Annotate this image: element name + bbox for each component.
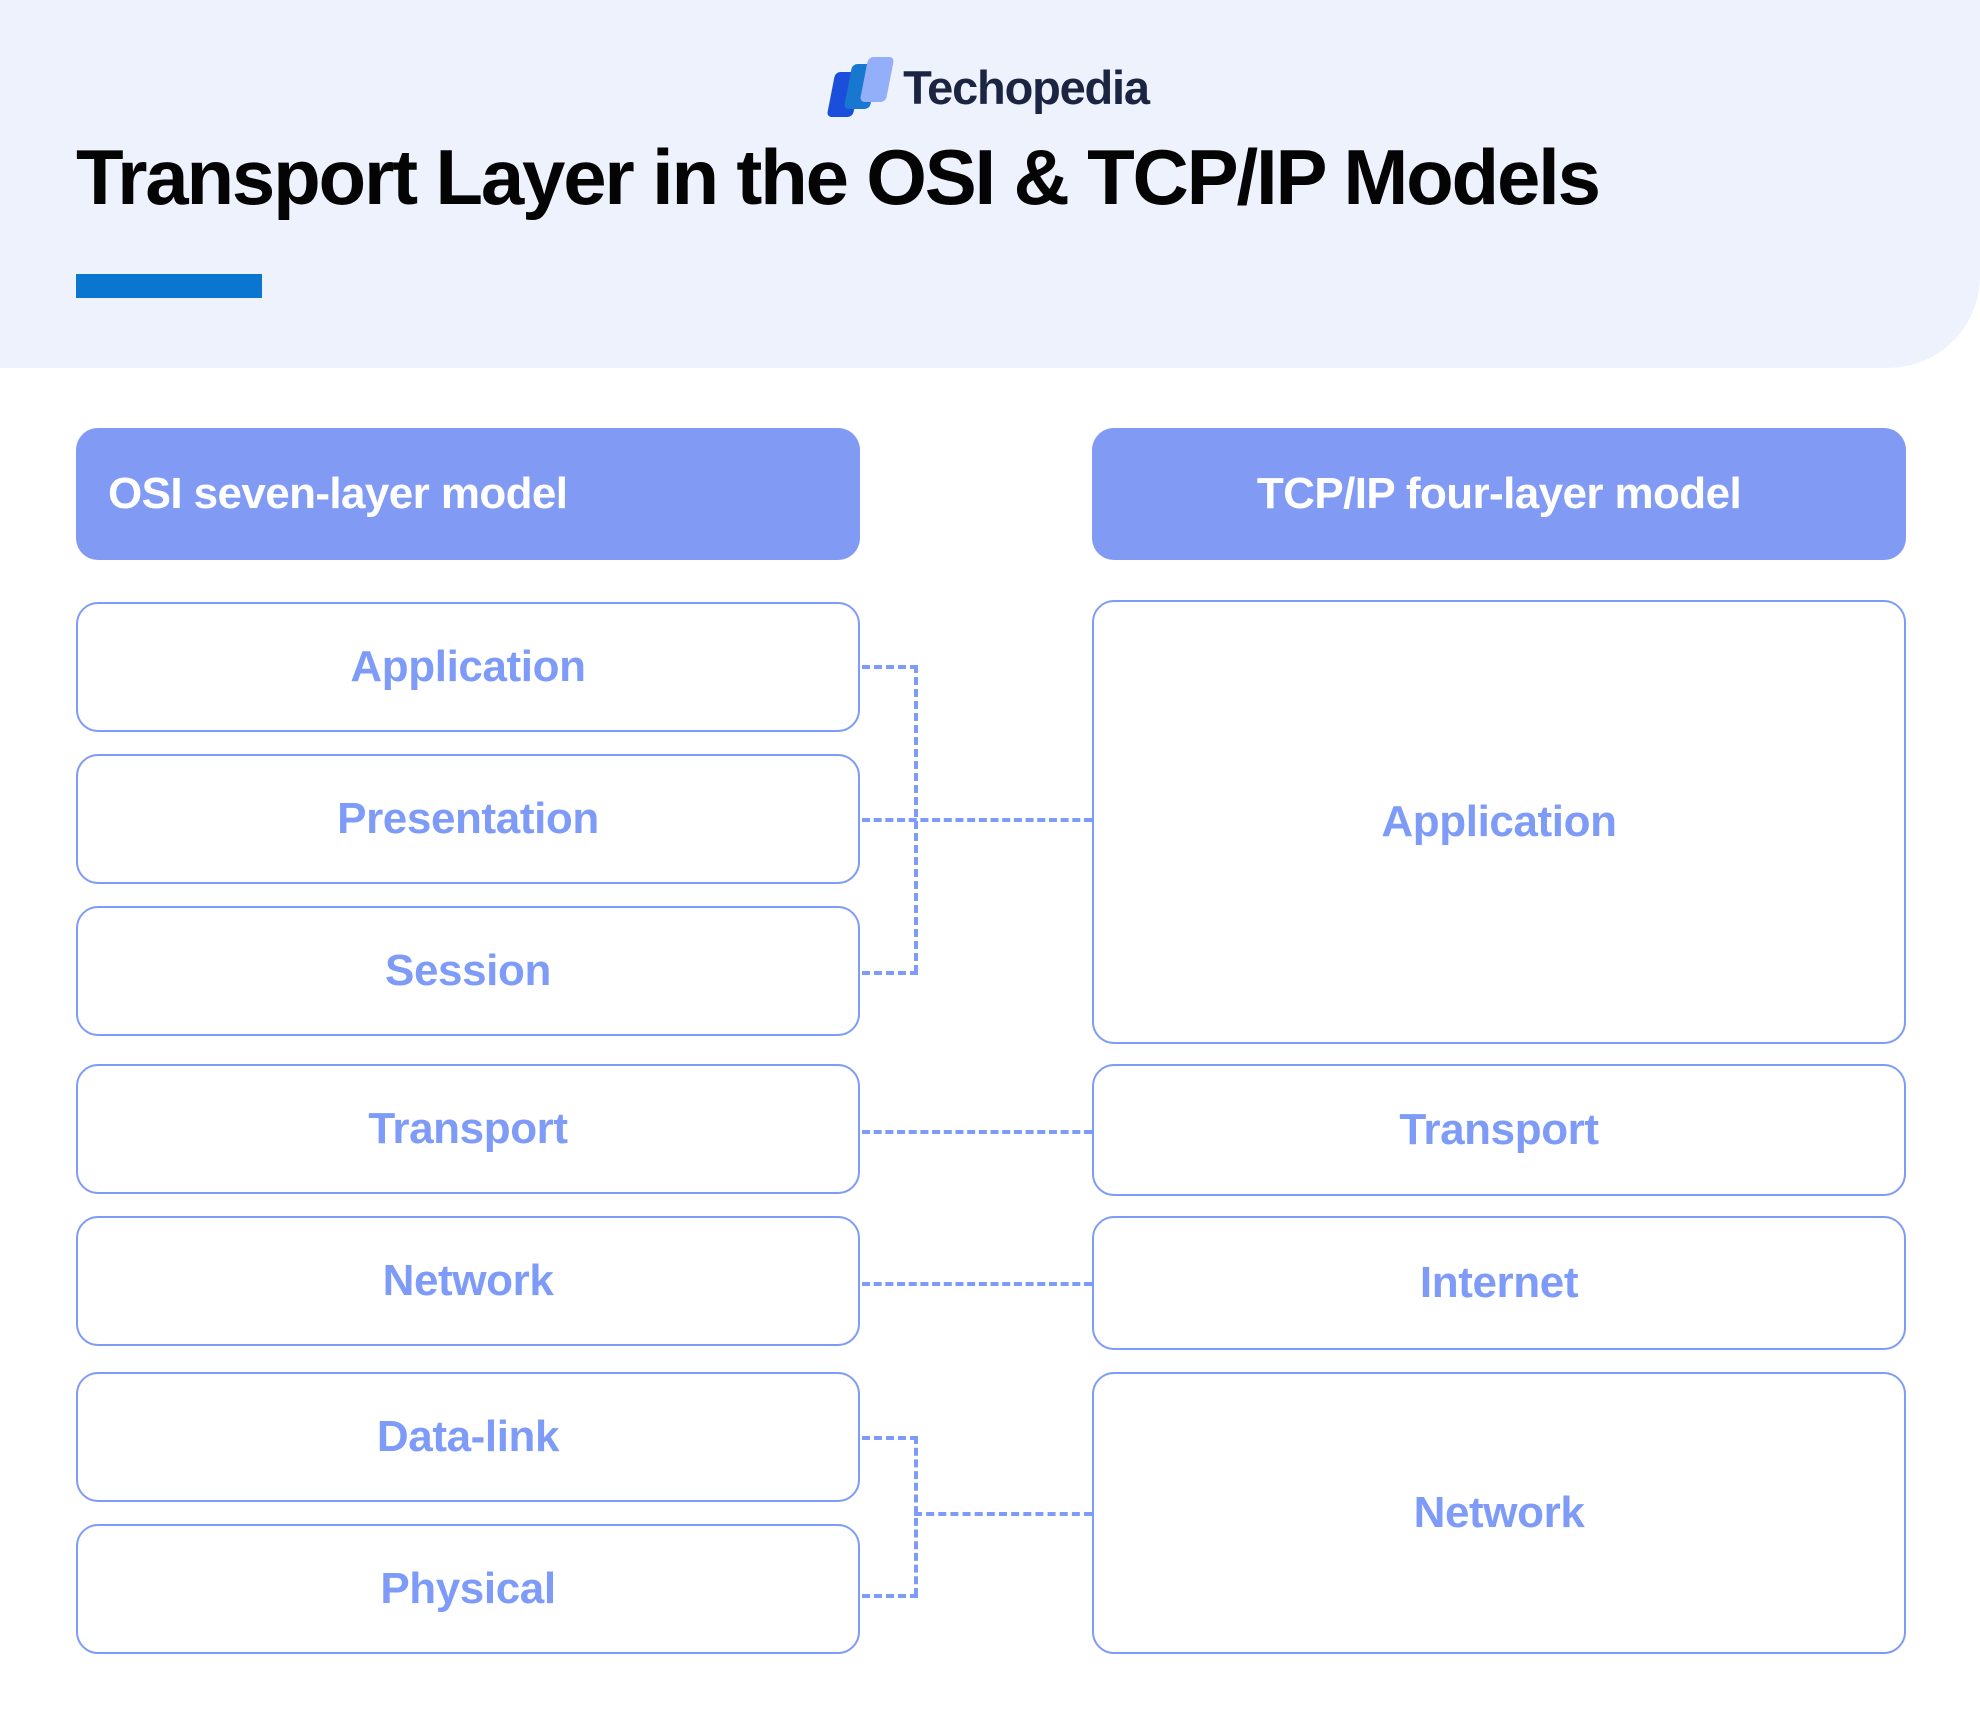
- osi-layer-presentation[interactable]: Presentation: [76, 754, 860, 884]
- connector-link-internet: [862, 1282, 1092, 1286]
- tcpip-layer-internet[interactable]: Internet: [1092, 1216, 1906, 1350]
- osi-layer-application[interactable]: Application: [76, 602, 860, 732]
- connector-link-network: [914, 1512, 1092, 1516]
- osi-layer-session[interactable]: Session: [76, 906, 860, 1036]
- title-accent-rule: [76, 274, 262, 298]
- osi-layer-network[interactable]: Network: [76, 1216, 860, 1346]
- tcpip-layer-application[interactable]: Application: [1092, 600, 1906, 1044]
- osi-model-heading: OSI seven-layer model: [76, 428, 860, 560]
- connector-link-transport: [862, 1130, 1092, 1134]
- header-band: [0, 0, 1980, 368]
- osi-layer-physical[interactable]: Physical: [76, 1524, 860, 1654]
- tcpip-layer-transport[interactable]: Transport: [1092, 1064, 1906, 1196]
- page-title: Transport Layer in the OSI & TCP/IP Mode…: [76, 133, 1601, 221]
- tcpip-layer-network[interactable]: Network: [1092, 1372, 1906, 1654]
- osi-layer-data-link[interactable]: Data-link: [76, 1372, 860, 1502]
- connector-link-application: [862, 818, 1092, 822]
- osi-layer-transport[interactable]: Transport: [76, 1064, 860, 1194]
- connector-stub-session: [862, 971, 918, 975]
- brand-wordmark: Techopedia: [903, 60, 1150, 114]
- brand-logo-row: Techopedia: [0, 54, 1980, 120]
- tcpip-model-heading: TCP/IP four-layer model: [1092, 428, 1906, 560]
- connector-bracket-lower: [914, 1436, 918, 1596]
- connector-stub-application: [862, 665, 918, 669]
- connector-stub-physical: [862, 1594, 918, 1598]
- connector-stub-data-link: [862, 1436, 918, 1440]
